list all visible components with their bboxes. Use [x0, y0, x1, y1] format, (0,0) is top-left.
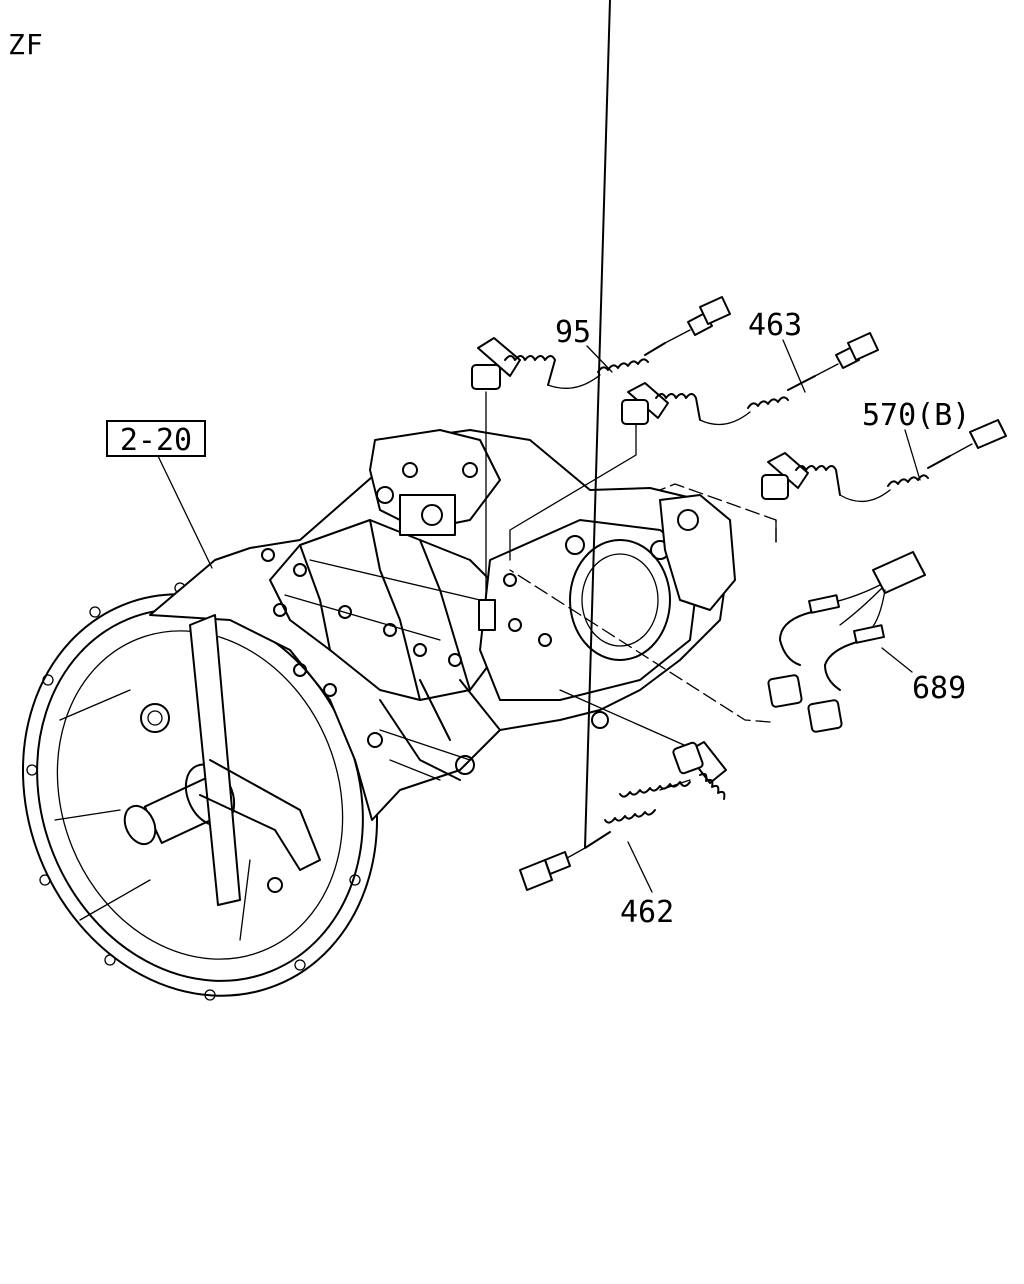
ref-callout-2-20: 2-20: [106, 420, 213, 569]
case-bolts: [261, 548, 552, 697]
sensor-harness-462: 462: [519, 0, 727, 930]
ref-box: [106, 420, 206, 457]
sensor-harness-570b: 570(B): [659, 398, 1007, 543]
label-462: 462: [620, 895, 674, 930]
sensor-harness-463: 463: [509, 308, 879, 561]
sensor-harness-95: 95: [471, 296, 731, 631]
label-463: 463: [748, 308, 802, 343]
label-689: 689: [912, 671, 966, 706]
sensor-harness-689: 689: [509, 551, 966, 733]
label-95: 95: [555, 315, 591, 350]
transmission-assembly: [21, 429, 736, 1001]
ref-box-label: 2-20: [120, 423, 192, 458]
brand-label: ZF: [8, 28, 44, 61]
label-570b: 570(B): [862, 398, 970, 433]
